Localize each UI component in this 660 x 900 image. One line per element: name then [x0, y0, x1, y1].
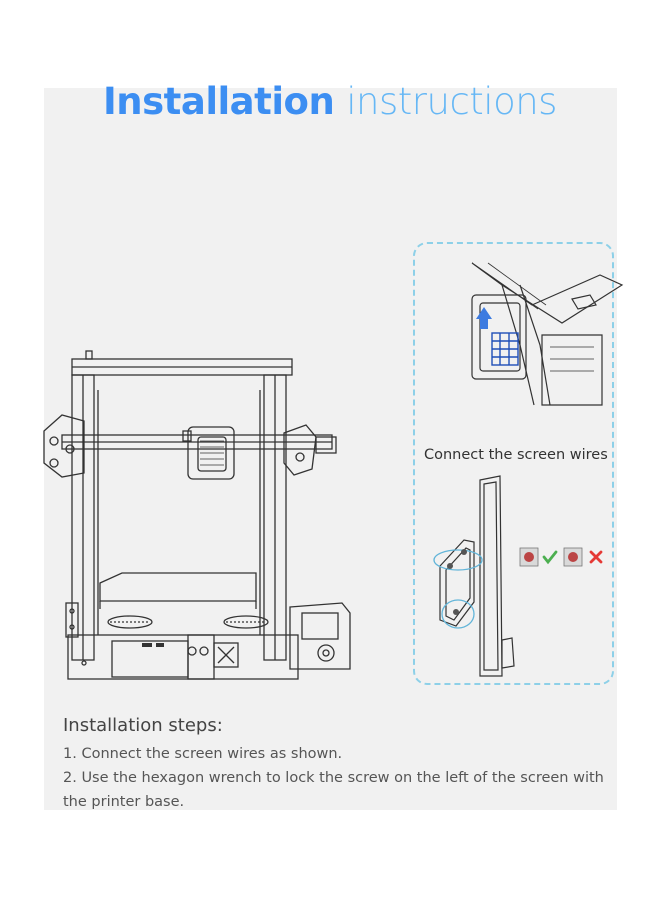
check-icon: [542, 550, 558, 565]
detail-box: [413, 242, 614, 685]
cross-icon: [589, 550, 603, 564]
page-title: Installation instructions: [0, 80, 660, 124]
screen-side-detail-illustration: [433, 475, 515, 677]
step-2: 2. Use the hexagon wrench to lock the sc…: [63, 770, 604, 810]
step-1: 1. Connect the screen wires as shown.: [63, 746, 343, 762]
title-bold: Installation: [103, 80, 335, 123]
connector-ok-example: [519, 547, 583, 567]
up-arrow-icon: [476, 307, 492, 329]
printer-illustration: [43, 350, 351, 680]
wires-caption: Connect the screen wires: [424, 447, 608, 463]
steps-heading: Installation steps:: [63, 715, 223, 736]
connector-detail-illustration: [471, 262, 624, 406]
title-light: instructions: [346, 80, 557, 123]
